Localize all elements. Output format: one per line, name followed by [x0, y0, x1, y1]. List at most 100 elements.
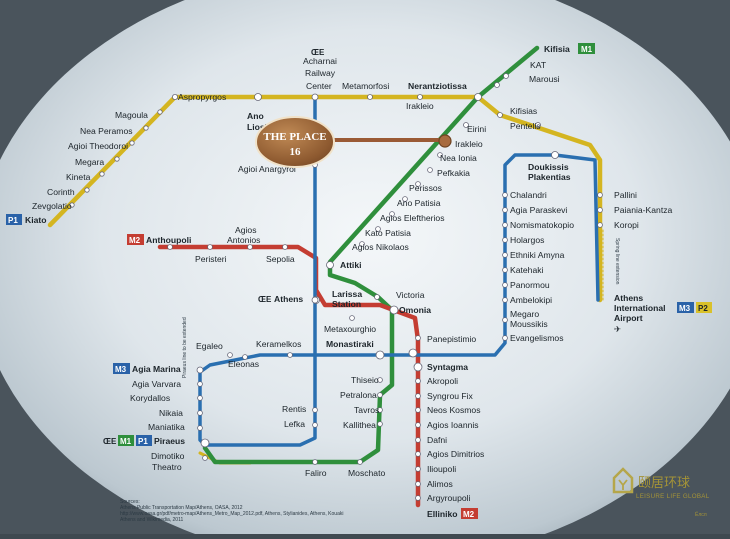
station-dot-aspropyrgos[interactable]: [171, 94, 178, 101]
station-dot-victoria[interactable]: [374, 294, 380, 300]
station-dot-anthoupoli[interactable]: [167, 244, 173, 250]
station-dot-agios-nikolaos[interactable]: [359, 241, 365, 247]
station-dot-agia-marina[interactable]: [196, 366, 204, 374]
station-dot-rentis[interactable]: [312, 407, 318, 413]
station-dot-nomismatokopio[interactable]: [502, 222, 508, 228]
label-kiato: Kiato: [25, 215, 46, 225]
station-dot-syngrou[interactable]: [415, 393, 421, 399]
station-dot-moschato[interactable]: [357, 459, 363, 465]
station-dot-evangelismos[interactable]: [502, 335, 508, 341]
station-dot-perissos[interactable]: [415, 181, 421, 187]
station-dot-panormou[interactable]: [502, 282, 508, 288]
station-dot-metaxourghio[interactable]: [349, 315, 355, 321]
station-dot-ano-patisia[interactable]: [402, 196, 408, 202]
station-dot-kato-patisia[interactable]: [375, 226, 381, 232]
station-dot-dafni[interactable]: [415, 437, 421, 443]
station-dot-paiania[interactable]: [597, 207, 603, 213]
station-dot-agia-paraskevi[interactable]: [502, 207, 508, 213]
station-dot-maniatika[interactable]: [197, 425, 203, 431]
station-dot-metamorfosi[interactable]: [367, 94, 373, 100]
station-dot-agios-eleftherios[interactable]: [389, 211, 395, 217]
station-dot-syntagma-m3[interactable]: [408, 348, 418, 358]
house-icon-mark: [618, 479, 628, 490]
station-dot-agioi-theodoroi[interactable]: [129, 140, 135, 146]
station-dot-kineta[interactable]: [99, 171, 105, 177]
station-dot-corinth[interactable]: [84, 187, 90, 193]
station-dot-omonia[interactable]: [389, 305, 399, 315]
station-dot-ambelokipi[interactable]: [502, 297, 508, 303]
station-dot-lefka[interactable]: [312, 422, 318, 428]
station-dot-pentelis[interactable]: [535, 122, 541, 128]
station-dot-thiseio[interactable]: [377, 377, 383, 383]
station-dot-argyroupoli[interactable]: [415, 495, 421, 501]
station-dot-irakleio-focus[interactable]: [438, 134, 452, 148]
station-dot-megaro[interactable]: [502, 317, 508, 323]
station-dot-agios-dimitrios[interactable]: [415, 451, 421, 457]
station-dot-irakleio-sub[interactable]: [417, 94, 423, 100]
label-elliniko: Elliniko: [427, 509, 458, 519]
station-dot-katehaki[interactable]: [502, 267, 508, 273]
station-dot-ilioupoli[interactable]: [415, 466, 421, 472]
station-dot-agios-antonios[interactable]: [247, 244, 253, 250]
station-dot-petralona[interactable]: [377, 392, 383, 398]
station-dot-marousi[interactable]: [494, 82, 500, 88]
station-dot-agia-varvara[interactable]: [197, 381, 203, 387]
label-thiseio: Thiseio: [351, 375, 379, 385]
station-dot-agios-ioannis[interactable]: [415, 422, 421, 428]
station-dot-piraeus[interactable]: [200, 438, 210, 448]
station-labels: Aspropyrgos Magoula Nea Peramos Agioi Th…: [25, 44, 673, 519]
place-callout-bubble[interactable]: [255, 116, 335, 168]
station-dot-kallithea[interactable]: [377, 421, 383, 427]
station-dot-eirini[interactable]: [463, 122, 469, 128]
label-agioi-theodoroi: Agioi Theodoroi: [68, 141, 128, 151]
station-dot-nerantziotissa[interactable]: [474, 93, 482, 101]
station-dot-pallini[interactable]: [597, 192, 603, 198]
station-dot-alimos[interactable]: [415, 481, 421, 487]
station-dot-nikaia[interactable]: [197, 410, 203, 416]
station-dot-doukissis[interactable]: [551, 151, 559, 159]
station-dot-korydallos[interactable]: [197, 395, 203, 401]
station-dot-megara[interactable]: [114, 156, 120, 162]
station-dot-holargos[interactable]: [502, 237, 508, 243]
station-dot-peristeri[interactable]: [207, 244, 213, 250]
sources-block: Sources: Athens Public Transportation Ma…: [120, 499, 343, 523]
station-dot-ano-liosia[interactable]: [254, 93, 262, 101]
station-dot-panepistimio[interactable]: [415, 335, 421, 341]
station-dot-nea-peramos[interactable]: [143, 125, 149, 131]
station-dot-ethniki-amyna[interactable]: [502, 252, 508, 258]
station-dot-athens[interactable]: [311, 296, 319, 304]
station-dot-dimotiko[interactable]: [202, 455, 208, 461]
badge-agia-marina-m3: [113, 363, 130, 374]
station-dot-zevgolatio[interactable]: [69, 202, 75, 208]
label-panormou: Panormou: [510, 280, 550, 290]
station-dot-pefkakia[interactable]: [427, 167, 433, 173]
place-callout[interactable]: THE PLACE 16: [255, 116, 335, 168]
station-dot-chalandri[interactable]: [502, 192, 508, 198]
label-piraeus: Piraeus: [154, 436, 185, 446]
label-monastiraki: Monastiraki: [326, 339, 374, 349]
station-dot-akropoli[interactable]: [415, 378, 421, 384]
station-dot-nea-ionia[interactable]: [437, 152, 443, 158]
station-dot-monastiraki[interactable]: [375, 350, 385, 360]
station-dot-kifisias[interactable]: [497, 112, 503, 118]
station-dot-syntagma[interactable]: [413, 362, 423, 372]
label-kallithea: Kallithea: [343, 420, 376, 430]
station-dot-keramelkos[interactable]: [287, 352, 293, 358]
station-dot-kat[interactable]: [503, 73, 509, 79]
station-dot-sepolia[interactable]: [282, 244, 288, 250]
label-kato-patisia: Kato Patisia: [365, 228, 411, 238]
station-dot-faliro[interactable]: [312, 459, 318, 465]
badge-airport-m3: [677, 302, 694, 313]
station-dot-acharnai[interactable]: [311, 93, 319, 101]
station-dot-magoula[interactable]: [157, 109, 163, 115]
label-agios-nikolaos: Agios Nikolaos: [352, 242, 409, 252]
label-keramelkos: Keramelkos: [256, 339, 301, 349]
station-dot-attiki[interactable]: [326, 261, 334, 269]
station-dot-eleonas[interactable]: [242, 354, 248, 360]
station-dot-tavros[interactable]: [377, 407, 383, 413]
station-dot-neos-kosmos[interactable]: [415, 407, 421, 413]
badge-piraeus-m1: [118, 435, 134, 446]
label-acharnai-3: Center: [306, 81, 332, 91]
station-dot-egaleo[interactable]: [227, 352, 233, 358]
station-dot-koropi[interactable]: [597, 222, 603, 228]
